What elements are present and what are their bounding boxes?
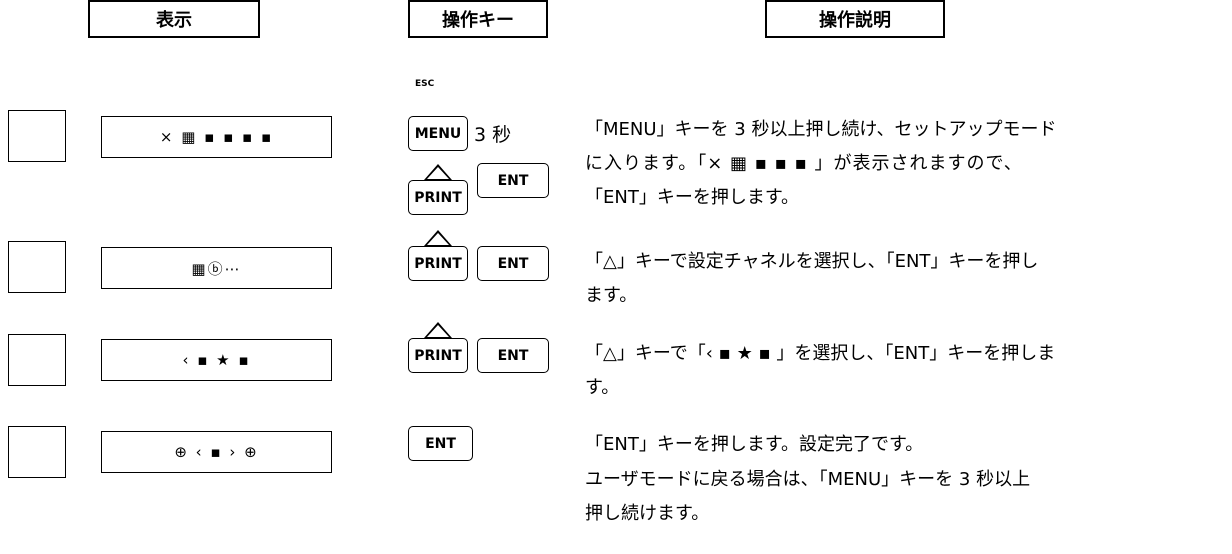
print-key: PRINT [408,246,468,281]
row1-desc-line1: 「MENU」キーを 3 秒以上押し続け、セットアップモード [585,119,1057,140]
step-checkbox [8,110,66,162]
header-description-label: 操作説明 [819,10,891,31]
print-key: PRINT [408,338,468,373]
step-checkbox [8,241,66,293]
row4-desc-line2: ユーザモードに戻る場合は、「MENU」キーを 3 秒以上 [585,469,1031,490]
up-triangle-icon [424,230,452,246]
display-panel: × ▦ ▪ ▪ ▪ ▪ [101,116,332,158]
header-keys: 操作キー [408,0,548,38]
up-triangle-icon [424,322,452,338]
ent-key-label: ENT [497,347,529,364]
ent-key: ENT [477,338,549,373]
print-key-label: PRINT [414,347,462,364]
row2-desc-line1: 「△」キーで設定チャネルを選択し、「ENT」キーを押し [585,251,1039,272]
ent-key-label: ENT [425,435,456,452]
print-key: PRINT [408,180,468,215]
three-seconds-label: 3 秒 [474,124,512,146]
row3-desc-line2: す。 [585,377,620,398]
row1-desc-line2: に入ります。「× ▦ ▪ ▪ ▪ 」が表示されますので、 [585,153,1023,174]
header-keys-label: 操作キー [442,10,514,31]
row4-desc-line3: 押し続けます。 [585,503,710,524]
display-panel: ‹ ▪ ★ ▪ [101,339,332,381]
header-description: 操作説明 [765,0,945,38]
ent-key: ENT [477,246,549,281]
row3-desc-line1: 「△」キーで「‹ ▪ ★ ▪ 」を選択し、「ENT」キーを押しま [585,343,1056,364]
row1-desc-line3: 「ENT」キーを押します。 [585,187,800,208]
row4-desc-line1: 「ENT」キーを押します。設定完了です。 [585,434,924,455]
esc-label: ESC [415,79,435,89]
ent-key-label: ENT [497,172,529,189]
header-display: 表示 [88,0,260,38]
print-key-label: PRINT [414,189,462,206]
ent-key-label: ENT [497,255,529,272]
step-checkbox [8,426,66,478]
up-triangle-icon [424,164,452,180]
step-checkbox [8,334,66,386]
menu-key-label: MENU [414,125,462,142]
ent-key: ENT [477,163,549,198]
print-key-label: PRINT [414,255,462,272]
display-panel: ⊕ ‹ ▪ › ⊕ [101,431,332,473]
row2-desc-line2: ます。 [585,285,638,306]
menu-key: MENU [408,116,468,151]
ent-key: ENT [408,426,473,461]
header-display-label: 表示 [156,10,192,31]
display-panel: ▦ⓑ⋯ [101,247,332,289]
